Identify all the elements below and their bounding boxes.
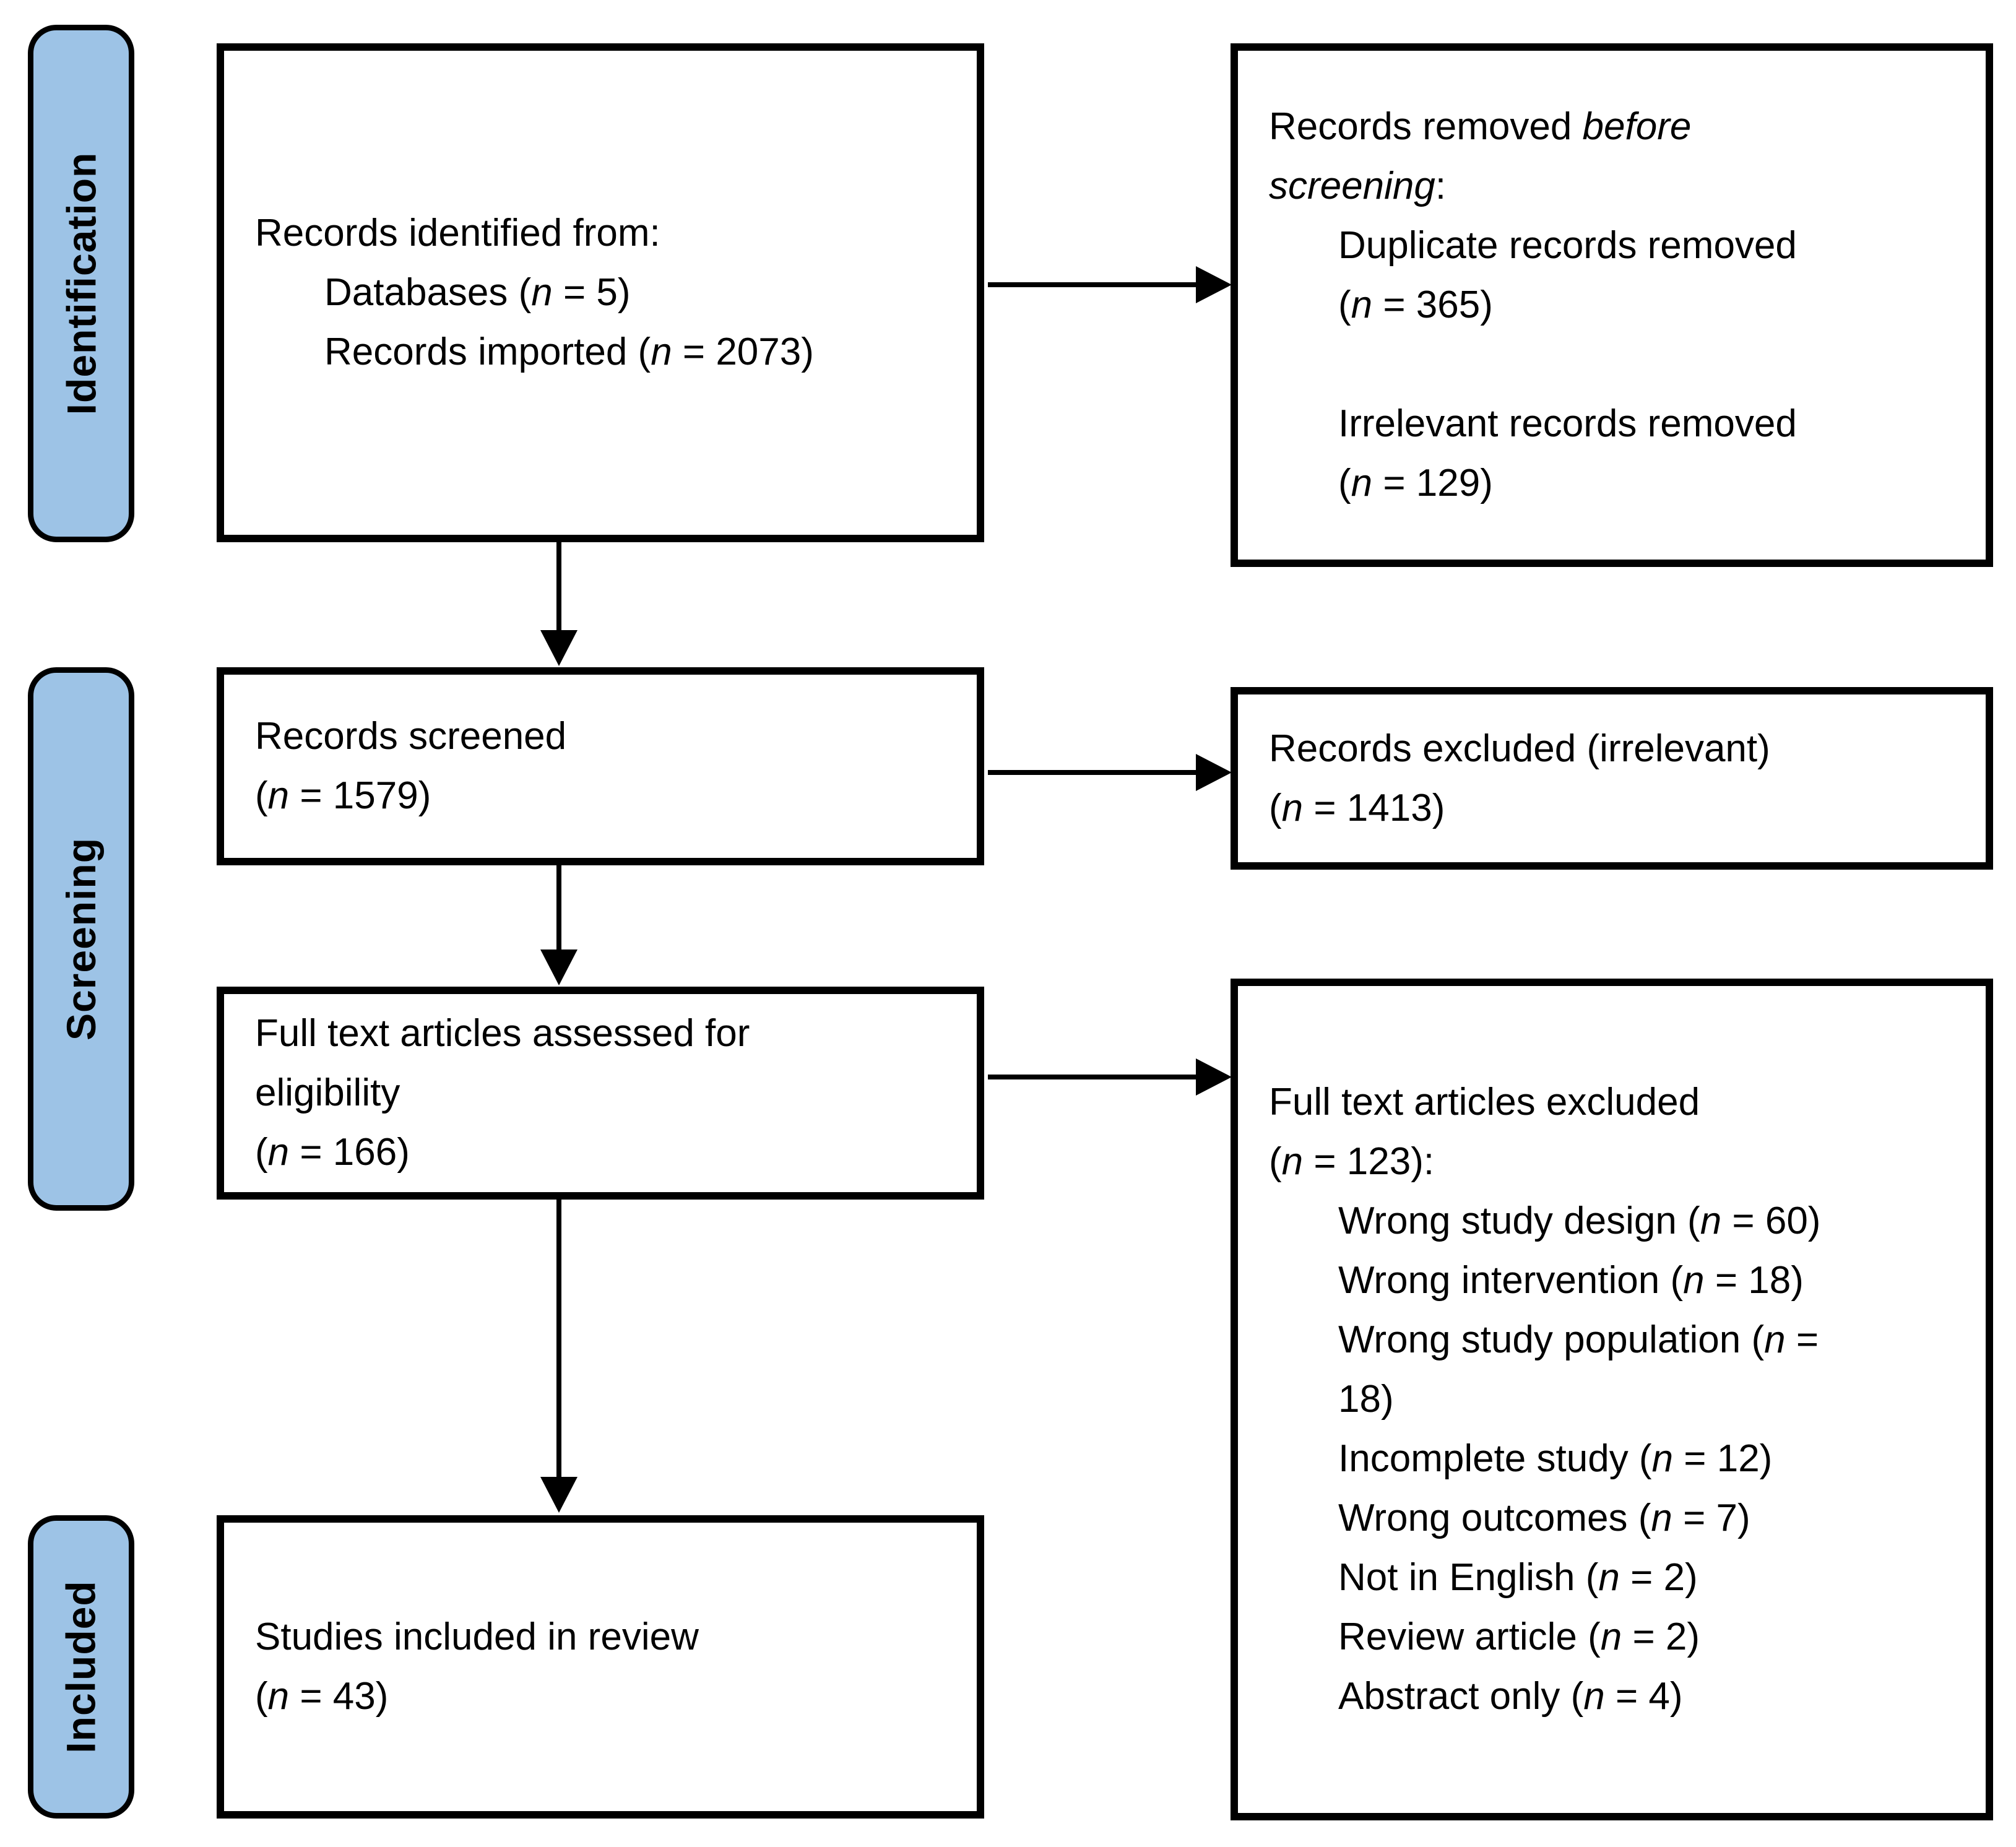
- text-line: Studies included in review: [255, 1616, 699, 1658]
- text-line: (n = 1579): [255, 774, 431, 817]
- text-line: (n = 43): [255, 1675, 389, 1718]
- text-line: Records screened: [255, 715, 567, 758]
- text-line: Records imported (n = 2073): [324, 331, 814, 373]
- text-line: Not in English (n = 2): [1338, 1556, 1698, 1599]
- stage-tab-identification: Identification: [28, 25, 134, 542]
- text-line: Records excluded (irrelevant): [1269, 727, 1770, 770]
- box-records-excluded: Records excluded (irrelevant) (n = 1413): [1231, 687, 1993, 870]
- text-line: Records identified from:: [255, 212, 660, 254]
- text-line: 18): [1338, 1378, 1394, 1421]
- text-line: (n = 123):: [1269, 1140, 1435, 1183]
- text-line: Wrong study design (n = 60): [1338, 1200, 1821, 1242]
- text-line: (n = 1413): [1269, 786, 1445, 829]
- stage-tab-screening: Screening: [28, 667, 134, 1211]
- stage-label-included: Included: [58, 1580, 105, 1754]
- text-line: eligibility: [255, 1071, 400, 1114]
- stage-label-screening: Screening: [58, 837, 105, 1041]
- text-line: Irrelevant records removed: [1338, 402, 1797, 445]
- text-line: Full text articles excluded: [1269, 1081, 1700, 1123]
- text-line: (n = 365): [1338, 283, 1493, 326]
- text-line: Full text articles assessed for: [255, 1012, 750, 1055]
- box-studies-included: Studies included in review (n = 43): [217, 1515, 984, 1819]
- stage-tab-included: Included: [28, 1515, 134, 1819]
- text-line: (n = 166): [255, 1131, 410, 1174]
- box-records-identified: Records identified from: Databases (n = …: [217, 43, 984, 542]
- box-records-screened: Records screened (n = 1579): [217, 667, 984, 865]
- text-line: Duplicate records removed: [1338, 224, 1797, 267]
- text-line: Wrong outcomes (n = 7): [1338, 1497, 1750, 1539]
- box-records-removed-before-screening: Records removed before screening: Duplic…: [1231, 43, 1993, 567]
- box-fulltext-assessed: Full text articles assessed for eligibil…: [217, 987, 984, 1200]
- text-line-blank: [1269, 335, 1955, 394]
- stage-label-identification: Identification: [58, 152, 105, 415]
- text-line: Records removed before: [1269, 105, 1692, 148]
- box-fulltext-excluded: Full text articles excluded (n = 123): W…: [1231, 979, 1993, 1820]
- text-line: (n = 129): [1338, 462, 1493, 504]
- text-line: Abstract only (n = 4): [1338, 1675, 1683, 1718]
- text-line: Wrong study population (n =: [1338, 1318, 1819, 1361]
- text-line: Review article (n = 2): [1338, 1616, 1700, 1658]
- text-line: screening:: [1269, 165, 1447, 207]
- text-line: Wrong intervention (n = 18): [1338, 1259, 1804, 1302]
- text-line: Databases (n = 5): [324, 271, 631, 314]
- text-line: Incomplete study (n = 12): [1338, 1437, 1773, 1480]
